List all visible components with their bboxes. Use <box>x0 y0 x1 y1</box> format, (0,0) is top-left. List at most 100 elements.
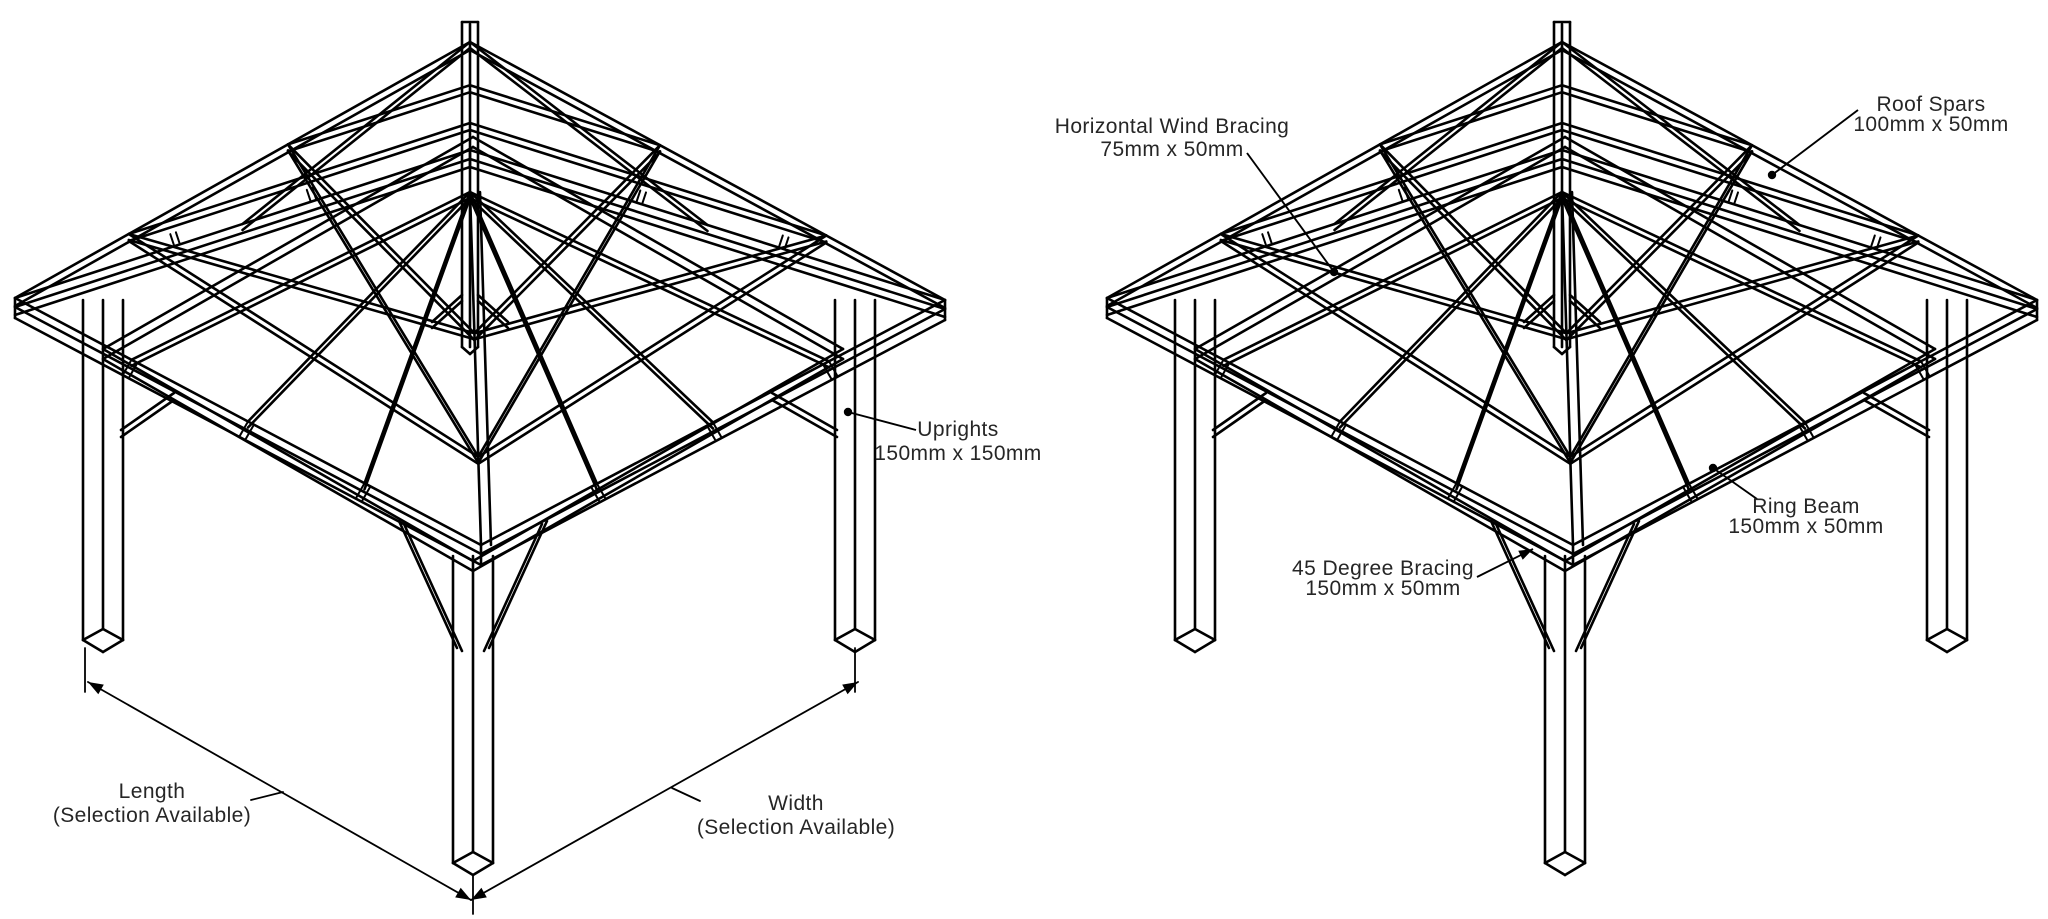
frame-line <box>1219 232 1572 459</box>
frame-line <box>1560 190 1691 486</box>
frame-line <box>1560 90 1754 154</box>
frame-line <box>1378 143 1568 335</box>
left-gazebo-drawing <box>13 20 947 915</box>
frame-line <box>1560 40 2039 302</box>
frame-line <box>127 128 472 243</box>
frame-line <box>1552 345 1564 356</box>
frame-line <box>590 485 600 502</box>
frame-line <box>1925 627 1949 642</box>
frame-line <box>1565 234 1920 335</box>
frame-line <box>468 196 715 430</box>
frame-line <box>1193 347 1567 563</box>
frame-line <box>476 293 510 324</box>
frame-line <box>1569 241 1920 466</box>
frame-line <box>596 482 606 499</box>
frame-line <box>1219 121 1564 236</box>
frame-line <box>13 40 472 300</box>
frame-line <box>833 638 857 654</box>
dimension-arrowhead <box>471 887 487 900</box>
frame-line <box>641 191 647 206</box>
frame-line <box>1565 143 1754 335</box>
dimension-line-length <box>87 681 472 901</box>
frame-line <box>468 345 480 356</box>
frame-line <box>635 189 642 204</box>
frame-line <box>1560 121 1920 237</box>
frame-line <box>471 347 845 563</box>
frame-line <box>1569 149 1754 465</box>
frame-line <box>471 357 845 573</box>
frame-line <box>853 627 877 642</box>
frame-line <box>451 861 475 877</box>
frame-line <box>468 40 947 302</box>
frame-line <box>1173 638 1197 654</box>
frame-line <box>286 143 476 335</box>
frame-line <box>1378 143 1572 459</box>
frame-line <box>473 143 662 335</box>
ring-beam-leader-line <box>1712 467 1758 500</box>
frame-line <box>169 233 176 248</box>
frame-line <box>1560 128 1920 244</box>
frame-line <box>1333 40 1564 226</box>
frame-line <box>468 83 662 147</box>
frame-line <box>770 391 839 432</box>
frame-line <box>101 627 125 642</box>
frame-line <box>101 135 475 351</box>
ring-beam-leader-dot <box>1708 463 1718 473</box>
frame-line <box>363 190 472 485</box>
frame-line <box>1261 233 1268 248</box>
frame-line <box>13 305 483 556</box>
frame-line <box>476 143 662 459</box>
frame-line <box>473 150 662 342</box>
frame-line <box>130 196 472 368</box>
frame-line <box>245 423 255 440</box>
frame-line <box>1219 232 1568 335</box>
frame-line <box>1571 318 2039 567</box>
frame-line <box>1378 90 1564 153</box>
frame-line <box>451 850 475 865</box>
frame-line <box>1727 189 1734 204</box>
frame-line <box>833 627 857 642</box>
frame-line <box>468 48 947 310</box>
horizontal-wind-bracing-label-line1: Horizontal Wind Bracing <box>1055 115 1289 138</box>
frame-line <box>101 357 475 573</box>
frame-line <box>1455 196 1564 491</box>
frame-line <box>473 240 828 341</box>
frame-line <box>1560 165 2039 319</box>
frame-line <box>468 165 947 319</box>
frame-line <box>1560 157 2039 311</box>
frame-line <box>1875 236 1882 251</box>
frame-line <box>127 232 480 459</box>
frame-line <box>1222 196 1564 368</box>
label-connector <box>671 787 701 802</box>
frame-line <box>468 190 831 363</box>
frame-line <box>1560 196 1691 492</box>
frame-line <box>1378 149 1572 465</box>
frame-line <box>1920 360 1930 377</box>
frame-line <box>1494 522 1556 653</box>
frame-line <box>1869 234 1876 249</box>
frame-line <box>471 145 845 361</box>
frame-line <box>712 421 722 438</box>
frame-line <box>460 345 472 356</box>
frame-line <box>828 360 838 377</box>
frame-line <box>81 638 105 654</box>
frame-line <box>468 40 709 227</box>
frame-line <box>1733 191 1739 206</box>
label-connector <box>250 791 284 801</box>
frame-line <box>128 361 139 378</box>
frame-line <box>1563 135 1937 351</box>
frame-line <box>1338 196 1564 429</box>
uprights-label-line1: Uprights <box>917 418 998 441</box>
frame-line <box>1219 238 1568 341</box>
frame-line <box>81 627 105 642</box>
frame-line <box>706 424 716 441</box>
horizontal-wind-bracing-leader-line <box>1246 152 1335 273</box>
frame-line <box>1565 240 1920 341</box>
frame-line <box>471 861 495 877</box>
frame-line <box>1220 361 1231 378</box>
length-label-line2: (Selection Available) <box>53 804 251 827</box>
frame-line <box>286 83 472 146</box>
frame-line <box>1543 861 1567 877</box>
